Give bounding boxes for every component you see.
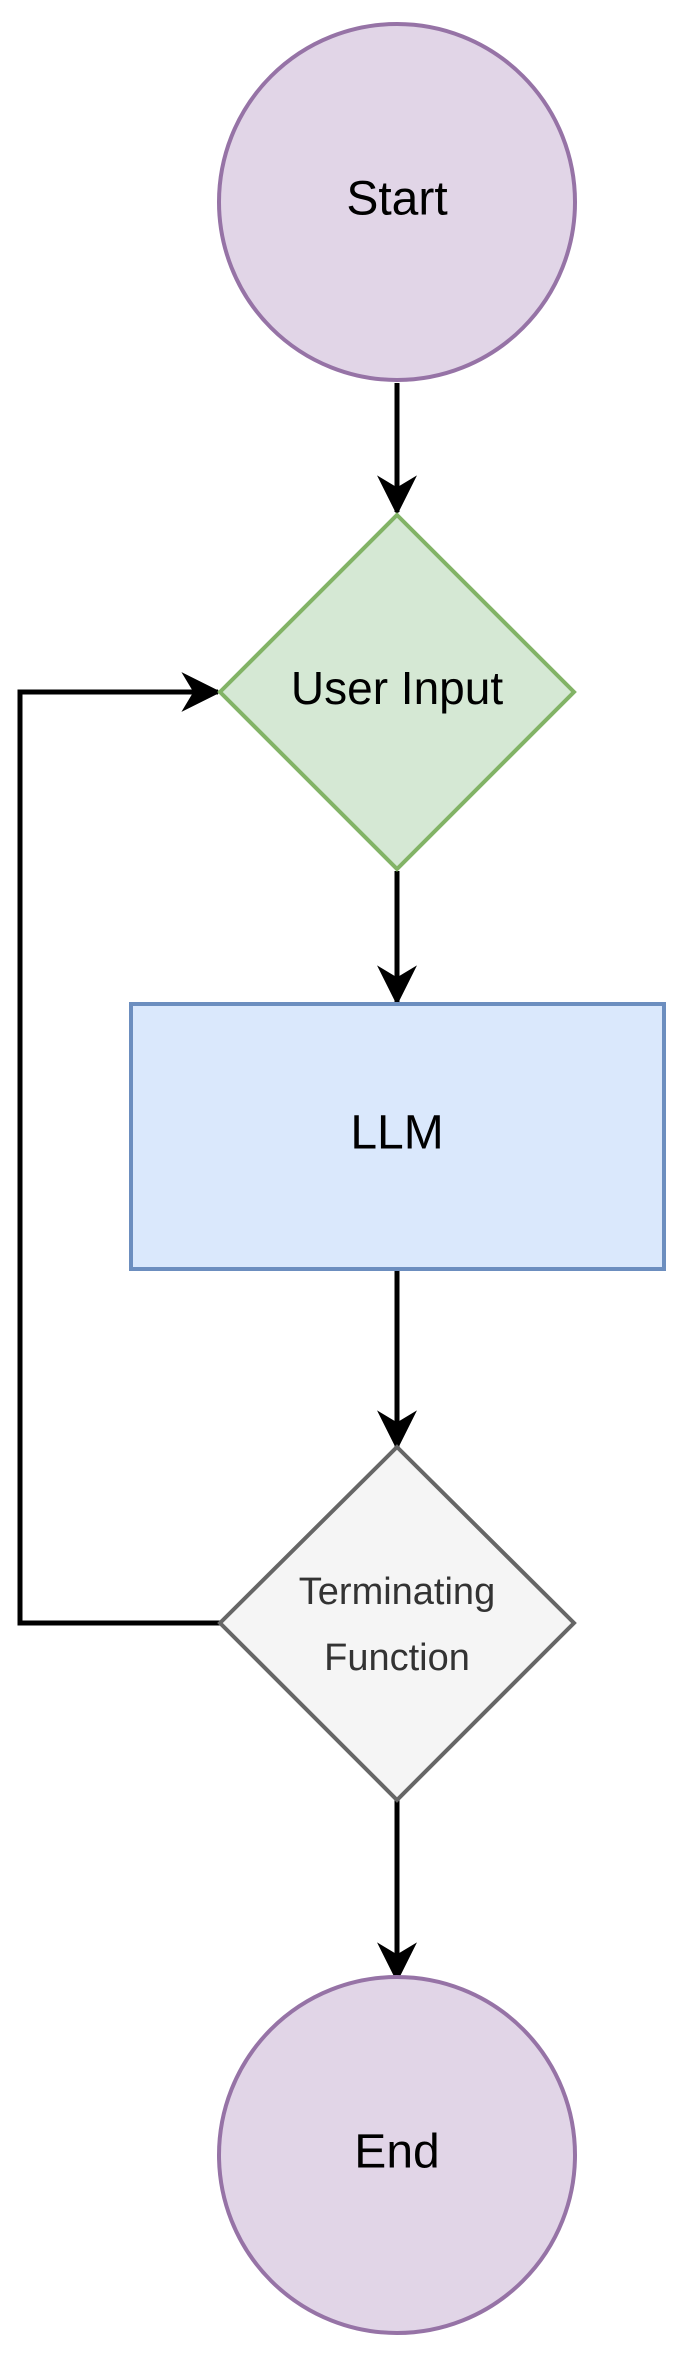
user-input-label: User Input — [291, 662, 503, 714]
terminating-function-label-line1: Terminating — [299, 1571, 495, 1613]
user-input-node[interactable]: User Input — [217, 512, 577, 872]
start-node[interactable]: Start — [217, 22, 577, 382]
llm-node[interactable]: LLM — [129, 1002, 666, 1271]
terminating-function-node[interactable]: Terminating Function — [217, 1444, 577, 1803]
user-input-diamond — [217, 512, 577, 872]
llm-box — [129, 1002, 666, 1271]
terminating-function-diamond — [217, 1444, 577, 1803]
end-label: End — [354, 2126, 439, 2179]
terminating-function-label-line2: Function — [324, 1637, 470, 1679]
end-circle — [217, 1975, 577, 2335]
end-node[interactable]: End — [217, 1975, 577, 2335]
llm-label: LLM — [350, 1107, 443, 1160]
start-label: Start — [346, 173, 447, 226]
start-circle — [217, 22, 577, 382]
edge-terminating-loop-to-user-input — [17, 672, 222, 1626]
